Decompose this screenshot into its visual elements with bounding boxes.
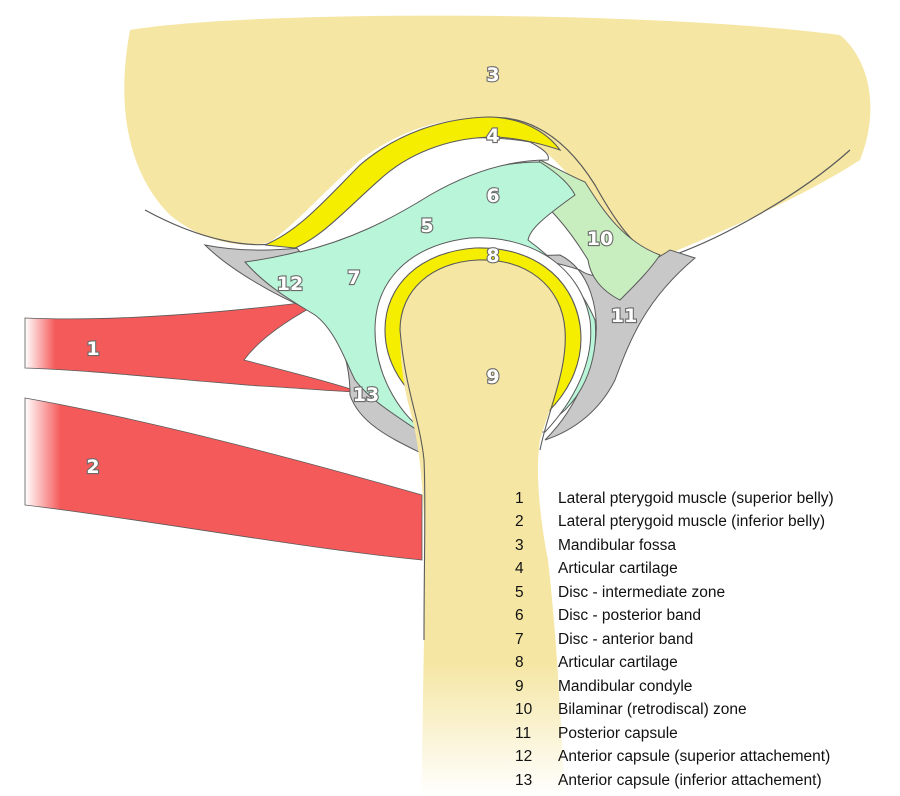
label-7: 7 (347, 267, 360, 289)
legend: 1 Lateral pterygoid muscle (superior bell… (515, 487, 895, 793)
legend-item: 9 Mandibular condyle (515, 675, 895, 699)
legend-label: Articular cartilage (558, 560, 678, 578)
label-1: 1 (86, 338, 99, 360)
legend-item: 5 Disc - intermediate zone (515, 581, 895, 605)
mandibular-condyle-shape (400, 259, 566, 796)
mandibular-fossa-shape (124, 15, 871, 258)
legend-number: 5 (515, 583, 524, 601)
legend-label: Lateral pterygoid muscle (superior belly… (558, 489, 834, 507)
legend-label: Bilaminar (retrodiscal) zone (558, 701, 747, 719)
legend-item: 6 Disc - posterior band (515, 605, 895, 629)
legend-number: 11 (515, 724, 532, 742)
fossa-cartilage-shape (264, 116, 562, 249)
legend-label: Mandibular fossa (558, 536, 677, 554)
label-10: 10 (587, 228, 613, 250)
legend-number: 8 (515, 654, 524, 672)
legend-item: 4 Articular cartilage (515, 558, 895, 582)
legend-label: Lateral pterygoid muscle (inferior belly… (558, 513, 826, 531)
legend-item: 1 Lateral pterygoid muscle (superior bell… (515, 487, 895, 511)
legend-number: 12 (515, 748, 533, 766)
condyle-outline (399, 259, 566, 641)
inferior-belly-shape (24, 397, 423, 561)
legend-number: 10 (515, 701, 533, 719)
label-5: 5 (420, 215, 433, 237)
legend-item: 7 Disc - anterior band (515, 628, 895, 652)
label-11: 11 (611, 305, 637, 327)
legend-label: Anterior capsule (superior attachement) (558, 748, 831, 766)
legend-item: 3 Mandibular fossa (515, 534, 895, 558)
legend-number: 7 (515, 630, 524, 648)
legend-item: 8 Articular cartilage (515, 652, 895, 676)
superior-belly-shape (24, 299, 361, 393)
legend-label: Articular cartilage (558, 654, 678, 672)
legend-label: Disc - posterior band (558, 607, 702, 625)
legend-label: Disc - anterior band (558, 630, 694, 648)
legend-number: 4 (515, 560, 524, 578)
legend-item: 13 Anterior capsule (inferior attachement… (515, 769, 895, 793)
legend-label: Disc - intermediate zone (558, 583, 726, 601)
label-2: 2 (86, 456, 99, 478)
legend-label: Anterior capsule (inferior attachement) (558, 771, 822, 789)
label-3: 3 (486, 64, 499, 86)
legend-number: 1 (515, 489, 524, 507)
legend-item: 2 Lateral pterygoid muscle (inferior bell… (515, 511, 895, 535)
legend-number: 13 (515, 771, 533, 789)
legend-number: 3 (515, 536, 524, 554)
legend-label: Posterior capsule (558, 724, 678, 742)
label-4: 4 (486, 125, 499, 147)
label-9: 9 (486, 366, 499, 388)
label-13: 13 (353, 384, 379, 406)
legend-item: 11 Posterior capsule (515, 722, 895, 746)
label-12: 12 (277, 273, 303, 295)
legend-item: 12 Anterior capsule (superior attachement… (515, 746, 895, 770)
legend-number: 6 (515, 607, 524, 625)
legend-label: Mandibular condyle (558, 677, 693, 695)
label-6: 6 (486, 185, 499, 207)
legend-number: 9 (515, 677, 524, 695)
label-8: 8 (486, 245, 499, 267)
legend-item: 10 Bilaminar (retrodiscal) zone (515, 699, 895, 723)
legend-number: 2 (515, 513, 524, 531)
